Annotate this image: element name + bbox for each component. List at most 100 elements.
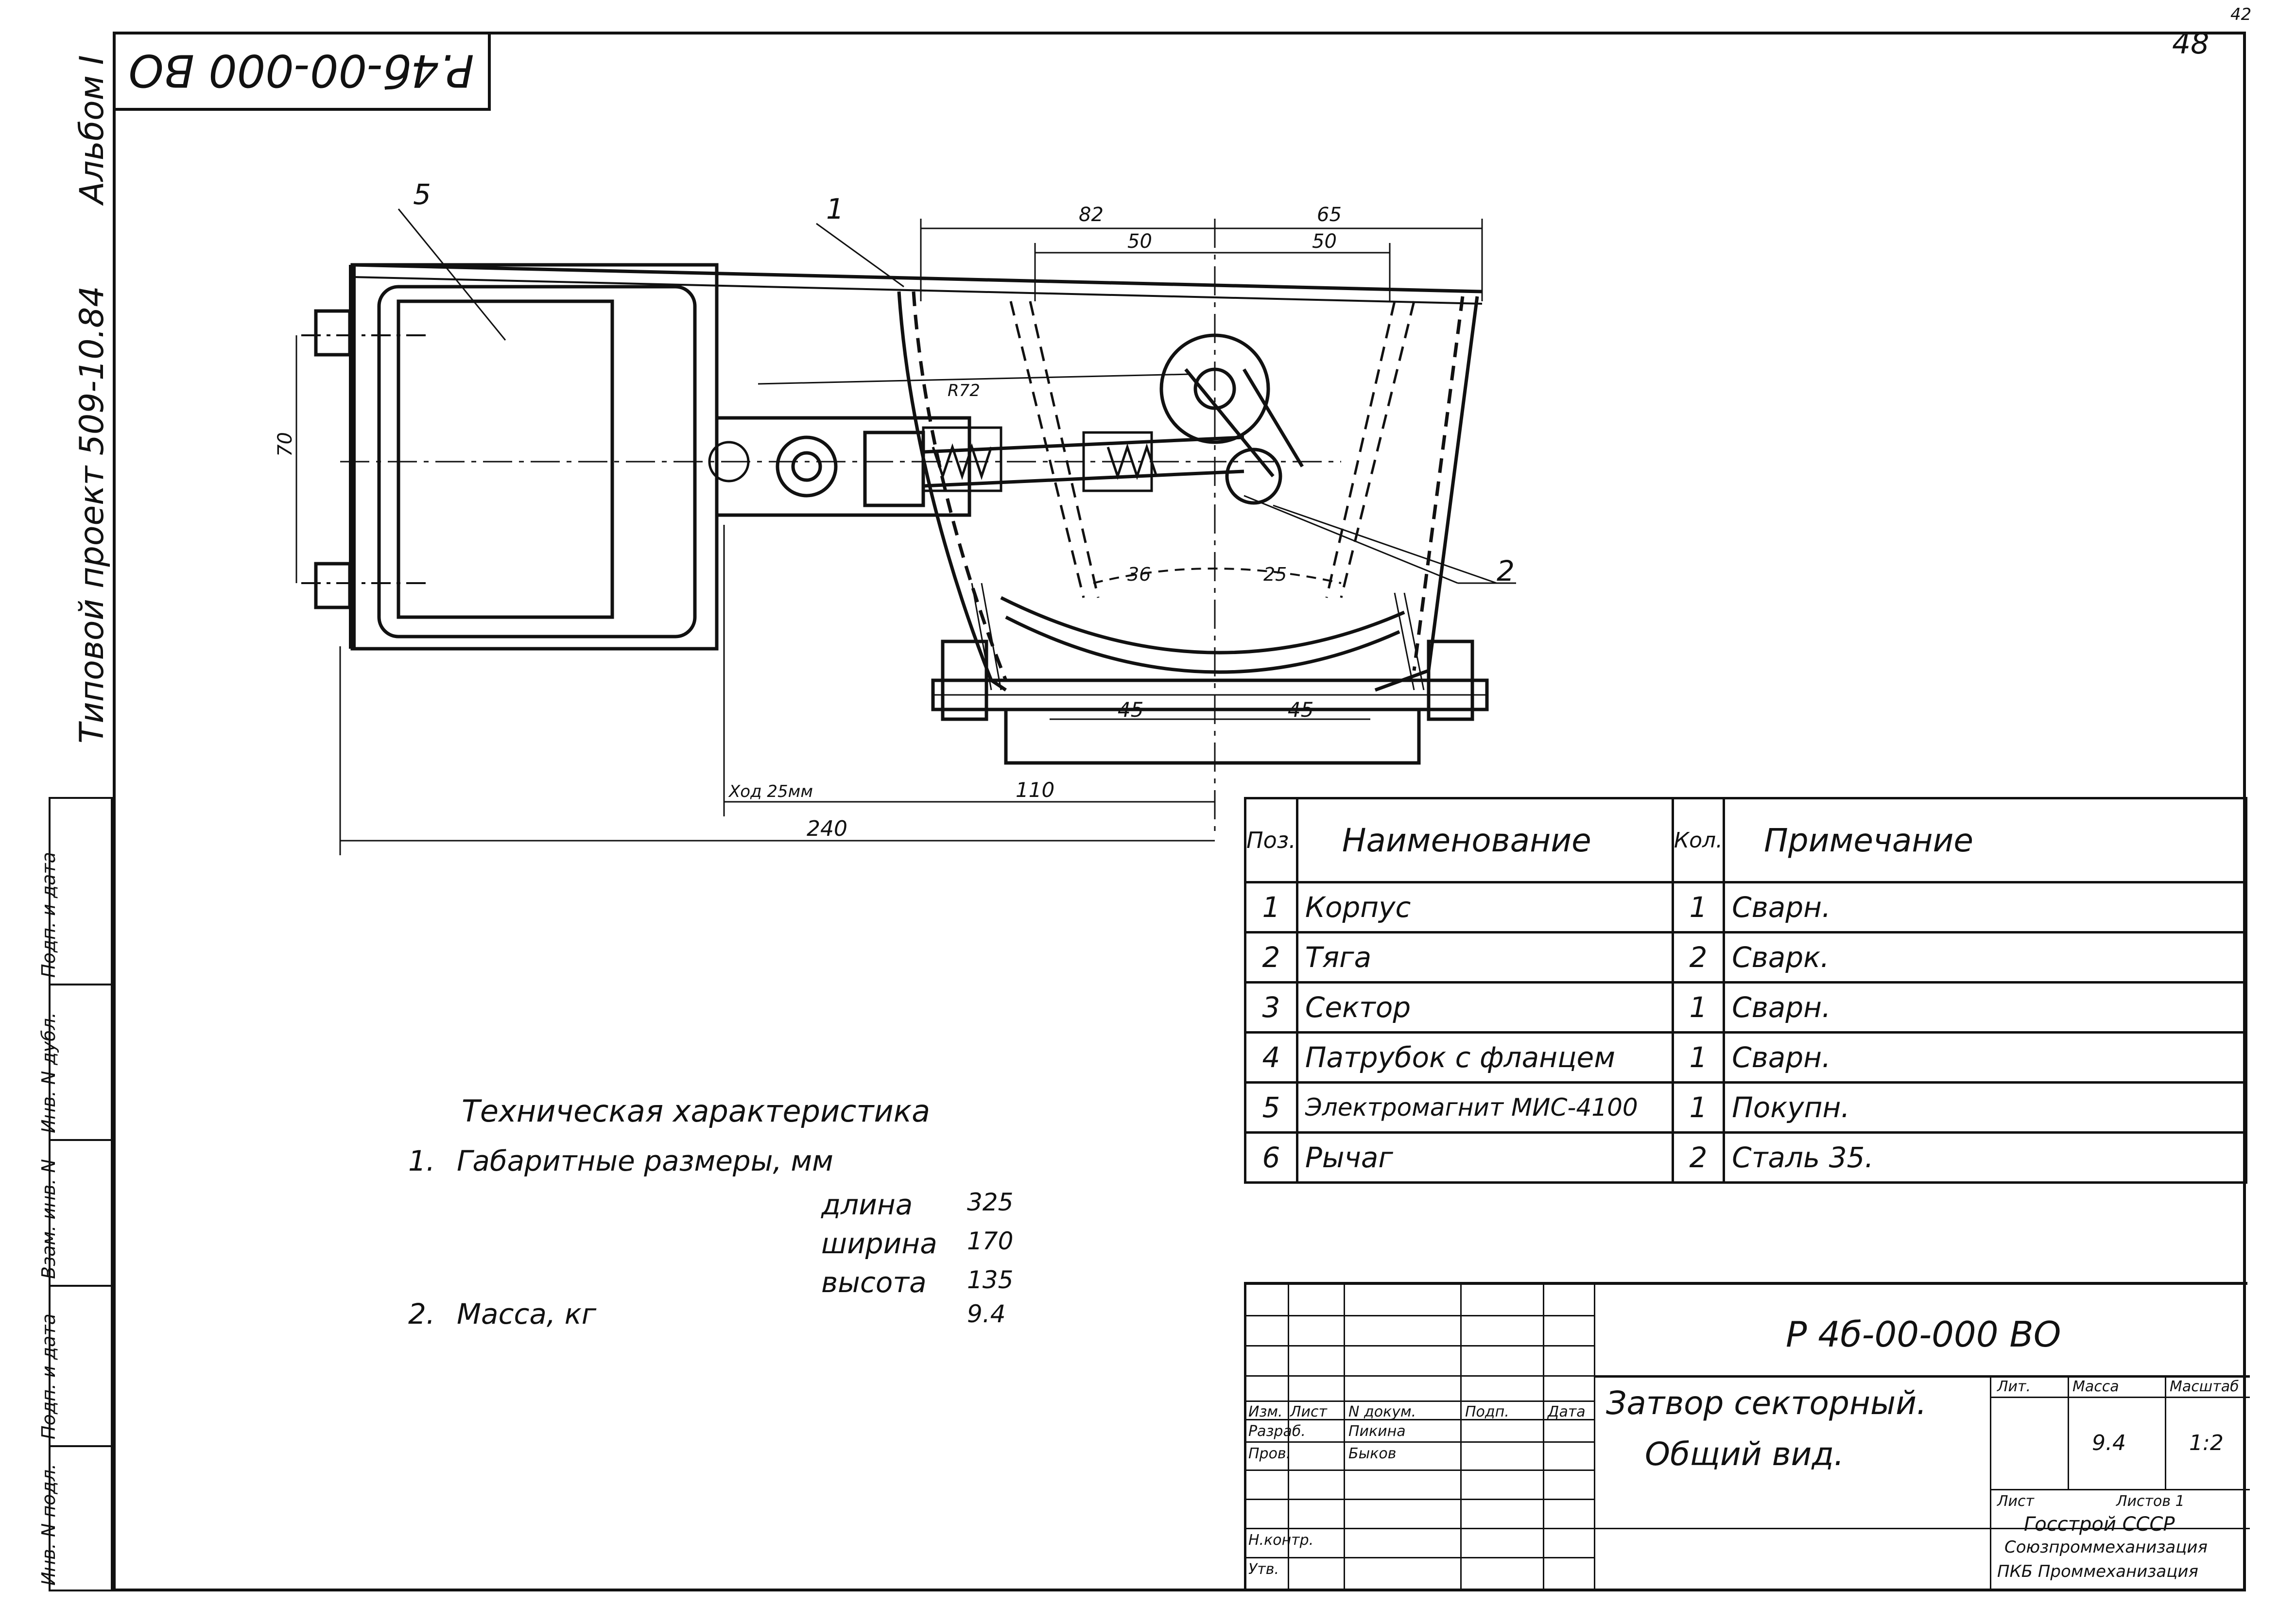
dim-25: 25: [1263, 564, 1287, 585]
row-note: Сварн.: [1723, 881, 2247, 933]
dim-r72: R72: [948, 381, 980, 400]
part-label-2: 2: [1497, 554, 1515, 588]
corner-mark: 42: [2230, 5, 2252, 24]
dim-stroke: Ход 25мм: [728, 782, 813, 801]
bolt: [314, 309, 352, 357]
title-name-line1: Затвор секторный.: [1606, 1384, 1927, 1422]
table-row: 4 Патрубок с фланцем 1 Сварн.: [1244, 1031, 2247, 1084]
row-pos: 3: [1244, 981, 1298, 1034]
table-row: 3 Сектор 1 Сварн.: [1244, 981, 2247, 1034]
row-qty: 1: [1671, 1031, 1726, 1084]
dim-45-left: 45: [1118, 698, 1143, 722]
side-cell: Взам. инв. N: [38, 1139, 111, 1285]
nozzle: [1004, 709, 1421, 765]
tech-item2-no: 2.: [408, 1297, 435, 1331]
magnet-housing-outline: [350, 263, 719, 651]
row-note: Сварн.: [1723, 1031, 2247, 1084]
sector-gate: [1000, 596, 1405, 655]
dim-50-right: 50: [1312, 230, 1337, 253]
approved-label: Утв.: [1248, 1561, 1279, 1578]
developed-name: Пикина: [1348, 1423, 1406, 1440]
tech-item2: Масса, кг: [457, 1297, 597, 1331]
header-note: Примечание: [1723, 797, 2247, 883]
sheets-label: Листов 1: [2116, 1493, 2185, 1510]
row-qty: 2: [1671, 931, 1726, 984]
tech-title: Техническая характеристика: [462, 1093, 931, 1129]
row-pos: 1: [1244, 881, 1298, 933]
side-signature-strip: Подп. и дата Инв. N дубл. Взам. инв. N П…: [38, 797, 113, 1591]
magnet-coil: [397, 299, 614, 619]
dim-36: 36: [1127, 564, 1151, 585]
row-name: Электромагнит МИС-4100: [1295, 1081, 1674, 1134]
lit-label: Лит.: [1997, 1378, 2031, 1395]
dim-label: ширина: [821, 1227, 937, 1260]
title-name-line2: Общий вид.: [1645, 1435, 1844, 1473]
row-name: Рычаг: [1295, 1131, 1674, 1184]
row-name: Корпус: [1295, 881, 1674, 933]
checked-name: Быков: [1348, 1445, 1397, 1462]
row-qty: 2: [1671, 1131, 1726, 1184]
dim-label: длина: [821, 1188, 913, 1221]
dim-45-right: 45: [1288, 698, 1313, 722]
row-note: Сталь 35.: [1723, 1131, 2247, 1184]
table-row: 5 Электромагнит МИС-4100 1 Покупн.: [1244, 1081, 2247, 1134]
col-header: Подп.: [1465, 1403, 1509, 1420]
dim-65: 65: [1317, 204, 1342, 226]
header-pos: Поз.: [1244, 797, 1298, 883]
org-line3: ПКБ Проммеханизация: [1997, 1562, 2198, 1581]
dim-value: 135: [967, 1266, 1014, 1294]
tech-item1: Габаритные размеры, мм: [457, 1144, 833, 1177]
row-qty: 1: [1671, 981, 1726, 1034]
mass-value: 9.4: [967, 1300, 1006, 1328]
row-pos: 4: [1244, 1031, 1298, 1084]
col-header: N докум.: [1348, 1403, 1416, 1420]
sheet-number: 48: [2172, 27, 2210, 61]
scale-label: Масштаб: [2170, 1378, 2239, 1395]
header-name: Наименование: [1295, 797, 1674, 883]
side-cell: Подп. и дата: [38, 1285, 111, 1445]
side-cell: Инв. N дубл.: [38, 984, 111, 1139]
row-name: Сектор: [1295, 981, 1674, 1034]
col-header: Дата: [1548, 1403, 1586, 1420]
row-note: Сварк.: [1723, 931, 2247, 984]
checked-label: Пров.: [1248, 1445, 1291, 1462]
dim-value: 325: [967, 1188, 1014, 1216]
parts-header-row: Поз. Наименование Кол. Примечание: [1244, 797, 2247, 883]
sheet-label: Лист: [1997, 1493, 2035, 1510]
header-qty: Кол.: [1671, 797, 1726, 883]
plunger: [715, 416, 971, 517]
table-row: 2 Тяга 2 Сварк.: [1244, 931, 2247, 984]
table-row: 1 Корпус 1 Сварн.: [1244, 881, 2247, 933]
row-pos: 5: [1244, 1081, 1298, 1134]
mass-label: Масса: [2072, 1378, 2119, 1395]
dim-label: высота: [821, 1266, 927, 1299]
row-name: Патрубок с фланцем: [1295, 1031, 1674, 1084]
norm-label: Н.контр.: [1248, 1532, 1314, 1549]
row-qty: 1: [1671, 881, 1726, 933]
hopper-right-wall: [1374, 296, 1479, 692]
developed-label: Разраб.: [1248, 1423, 1306, 1440]
dim-240: 240: [807, 816, 847, 841]
bolt: [314, 562, 352, 609]
dim-70: 70: [274, 432, 296, 457]
mass-value: 9.4: [2092, 1431, 2126, 1455]
col-header: Лист: [1290, 1403, 1328, 1420]
part-label-1: 1: [826, 192, 844, 225]
row-note: Покупн.: [1723, 1081, 2247, 1134]
row-pos: 6: [1244, 1131, 1298, 1184]
dim-110: 110: [1016, 778, 1054, 802]
dim-50-left: 50: [1127, 230, 1152, 253]
row-qty: 1: [1671, 1081, 1726, 1134]
document-code-stamp: P.4б-00-000 ВО: [114, 33, 491, 111]
org-line2: Союзпроммеханизация: [2004, 1538, 2208, 1557]
scale-value: 1:2: [2189, 1431, 2224, 1455]
parts-list: Поз. Наименование Кол. Примечание 1 Корп…: [1244, 797, 2247, 1184]
org-line1: Госстрой СССР: [2024, 1513, 2175, 1536]
title-block: Р 4б-00-000 ВО Затвор секторный. Общий в…: [1244, 1282, 2250, 1591]
dim-82: 82: [1079, 204, 1104, 226]
col-header: Изм.: [1248, 1403, 1283, 1420]
row-note: Сварн.: [1723, 981, 2247, 1034]
tech-item1-no: 1.: [408, 1144, 435, 1177]
row-pos: 2: [1244, 931, 1298, 984]
